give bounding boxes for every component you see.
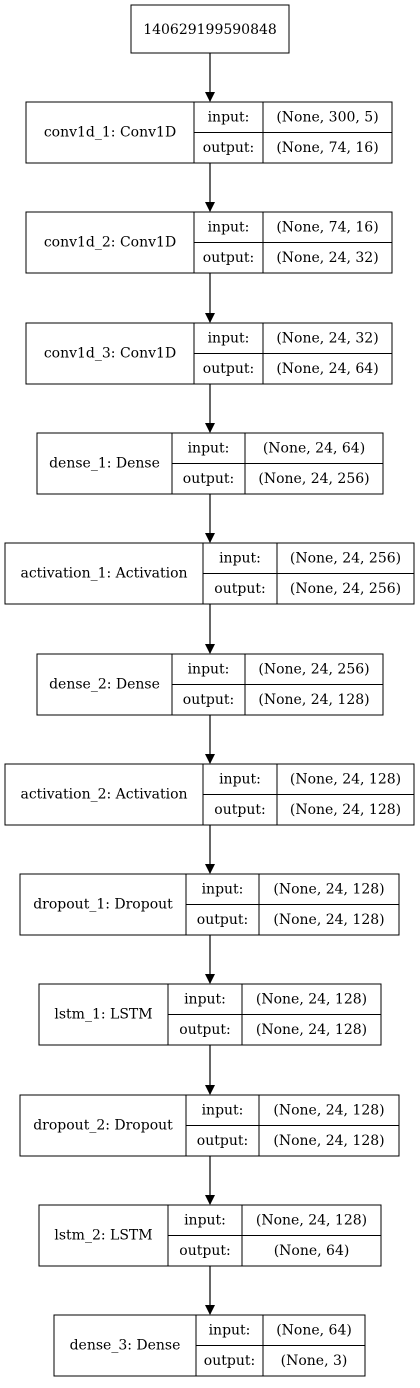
output-shape: (None, 24, 256): [290, 581, 401, 597]
input-label: input:: [202, 1102, 244, 1118]
layer-name: conv1d_1: Conv1D: [44, 125, 176, 141]
layer-name: activation_1: Activation: [20, 566, 187, 582]
input-label: input:: [188, 661, 230, 677]
layer-node-dropout-2: dropout_2: Dropout input: output: (None, 24…: [19, 1094, 400, 1157]
layer-node-lstm-2: lstm_2: LSTM input: output: (None, 24, 128)…: [38, 1204, 382, 1267]
output-shape: (None, 24, 128): [273, 912, 384, 928]
layer-name: conv1d_3: Conv1D: [44, 346, 176, 362]
output-label: output:: [203, 361, 254, 377]
input-label: input:: [219, 550, 261, 566]
output-shape: (None, 64): [274, 1243, 350, 1259]
input-label: input:: [208, 109, 250, 125]
output-shape: (None, 24, 32): [276, 250, 378, 266]
input-shape: (None, 24, 128): [256, 1212, 367, 1228]
output-shape: (None, 24, 128): [273, 1133, 384, 1149]
input-shape: (None, 24, 128): [273, 881, 384, 897]
output-label: output:: [214, 581, 265, 597]
layer-node-dropout-1: dropout_1: Dropout input: output: (None, 24…: [19, 873, 400, 936]
layer-node-lstm-1: lstm_1: LSTM input: output: (None, 24, 128)…: [38, 983, 382, 1046]
nodes: 140629199590848 conv1d_1: Conv1D input: ou…: [4, 4, 415, 1377]
output-shape: (None, 24, 128): [256, 1022, 367, 1038]
input-label: input:: [208, 330, 250, 346]
root-node-label: 140629199590848: [143, 22, 277, 38]
input-shape: (None, 24, 128): [290, 771, 401, 787]
input-shape: (None, 24, 256): [290, 550, 401, 566]
input-shape: (None, 64): [276, 1322, 352, 1338]
input-label: input:: [202, 881, 244, 897]
output-label: output:: [179, 1243, 230, 1259]
layer-node-conv1d-3: conv1d_3: Conv1D input: output: (None, 24, …: [25, 322, 393, 385]
input-shape: (None, 24, 32): [276, 330, 378, 346]
input-label: input:: [184, 1212, 226, 1228]
layer-node-conv1d-1: conv1d_1: Conv1D input: output: (None, 300,…: [25, 101, 393, 164]
input-shape: (None, 24, 128): [273, 1102, 384, 1118]
output-shape: (None, 24, 256): [258, 471, 369, 487]
input-label: input:: [208, 219, 250, 235]
layer-name: lstm_1: LSTM: [54, 1007, 152, 1023]
output-shape: (None, 24, 128): [258, 692, 369, 708]
input-label: input:: [219, 771, 261, 787]
output-label: output:: [197, 1133, 248, 1149]
layer-node-activation-1: activation_1: Activation input: output: (No…: [4, 542, 415, 605]
output-label: output:: [204, 1353, 255, 1369]
input-shape: (None, 74, 16): [276, 219, 378, 235]
input-shape: (None, 24, 256): [258, 661, 369, 677]
layer-name: dropout_1: Dropout: [33, 897, 173, 913]
layer-node-conv1d-2: conv1d_2: Conv1D input: output: (None, 74, …: [25, 211, 393, 274]
output-label: output:: [214, 802, 265, 818]
layer-node-activation-2: activation_2: Activation input: output: (No…: [4, 763, 415, 826]
layer-name: conv1d_2: Conv1D: [44, 235, 176, 251]
layer-name: dropout_2: Dropout: [33, 1118, 173, 1134]
layer-name: dense_3: Dense: [70, 1338, 181, 1354]
output-label: output:: [183, 692, 234, 708]
output-shape: (None, 24, 128): [290, 802, 401, 818]
layer-node-dense-1: dense_1: Dense input: output: (None, 24, 64…: [36, 432, 384, 495]
layer-name: lstm_2: LSTM: [54, 1228, 152, 1244]
output-label: output:: [183, 471, 234, 487]
layer-node-dense-3: dense_3: Dense input: output: (None, 64) (No…: [53, 1314, 366, 1377]
input-shape: (None, 24, 64): [263, 440, 365, 456]
root-node: 140629199590848: [130, 4, 290, 54]
layer-name: activation_2: Activation: [20, 787, 187, 803]
input-label: input:: [209, 1322, 251, 1338]
input-label: input:: [188, 440, 230, 456]
input-shape: (None, 24, 128): [256, 991, 367, 1007]
output-label: output:: [197, 912, 248, 928]
input-shape: (None, 300, 5): [276, 109, 378, 125]
input-label: input:: [184, 991, 226, 1007]
output-label: output:: [203, 140, 254, 156]
output-shape: (None, 24, 64): [276, 361, 378, 377]
output-shape: (None, 3): [281, 1353, 348, 1369]
output-shape: (None, 74, 16): [276, 140, 378, 156]
layer-name: dense_2: Dense: [49, 677, 160, 693]
layer-node-dense-2: dense_2: Dense input: output: (None, 24, 25…: [36, 653, 384, 716]
output-label: output:: [203, 250, 254, 266]
output-label: output:: [179, 1022, 230, 1038]
layer-name: dense_1: Dense: [49, 456, 160, 472]
